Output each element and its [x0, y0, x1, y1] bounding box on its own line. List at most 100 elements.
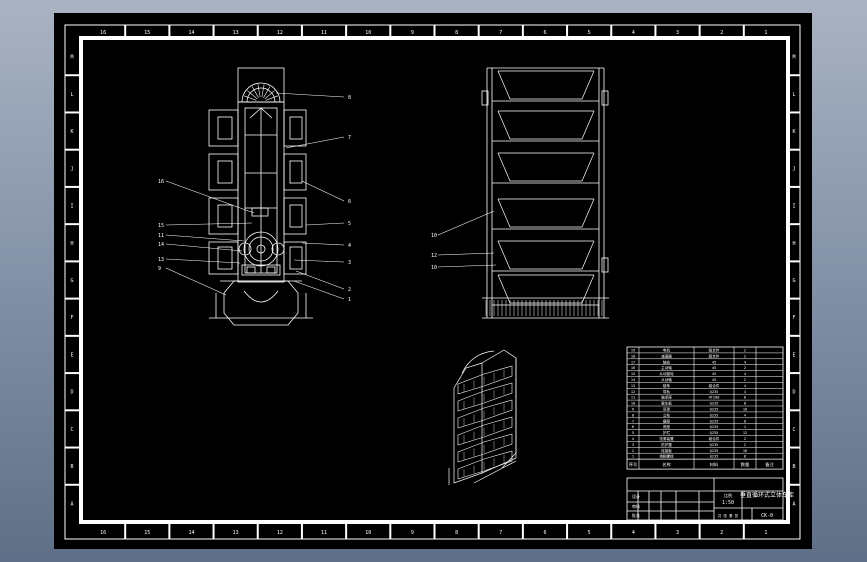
checker-label: 审核 [632, 503, 640, 509]
table-cell-qty: 2 [744, 437, 746, 441]
zone-number: 10 [365, 30, 371, 36]
leader-line [437, 210, 495, 236]
leader-label: 3 [348, 260, 351, 266]
zone-number: 15 [144, 30, 150, 36]
leader-line [165, 243, 243, 252]
zone-letter: J [70, 166, 73, 172]
zone-number: 14 [188, 30, 194, 36]
zone-letter: E [792, 352, 795, 358]
table-header-no: 序号 [629, 461, 637, 468]
zone-number: 2 [720, 30, 723, 36]
zone-letter: C [792, 427, 795, 433]
leader-line [165, 180, 255, 214]
table-cell-no: 14 [631, 378, 635, 382]
zone-number: 12 [277, 530, 283, 536]
leader-label: 10 [431, 233, 437, 239]
zone-letter: L [792, 92, 795, 98]
table-cell-name: 导轨 [663, 389, 671, 394]
zone-number: 3 [676, 30, 679, 36]
leader-label: 10 [431, 265, 437, 271]
scale-value: 1:50 [722, 500, 734, 506]
table-cell-qty: 4 [744, 360, 746, 364]
table-cell-qty: 16 [743, 408, 747, 412]
table-cell-name: 主动轴 [661, 365, 672, 370]
inner-frame [79, 36, 790, 524]
leader-line [437, 264, 497, 268]
table-cell-material: Q235 [710, 455, 719, 459]
table-cell-no: 15 [631, 372, 635, 376]
iso-carrier [457, 416, 513, 446]
leader-label: 15 [158, 223, 164, 229]
sprocket-spoke [251, 86, 259, 98]
side-view [481, 67, 609, 319]
table-cell-name: 张紧装置 [659, 436, 674, 441]
zone-number: 6 [543, 30, 546, 36]
approver-label: 批准 [632, 512, 640, 518]
table-cell-material: 45 [712, 360, 716, 364]
iso-carrier [457, 382, 513, 412]
leader-label: 7 [348, 135, 351, 141]
zone-number: 8 [455, 30, 458, 36]
zone-letter: I [792, 204, 795, 210]
zone-letter: A [792, 501, 795, 507]
table-cell-qty: 8 [744, 455, 746, 459]
table-cell-qty: 8 [744, 396, 746, 400]
table-cell-no: 7 [632, 419, 634, 423]
table-cell-material: 45 [712, 372, 716, 376]
drawing-title: 垂直循环式立体车库 [740, 491, 794, 499]
zone-letter: F [792, 315, 795, 321]
zone-number: 7 [499, 530, 502, 536]
table-cell-no: 9 [632, 408, 634, 412]
zone-number: 6 [543, 530, 546, 536]
zone-number: 4 [632, 30, 635, 36]
table-cell-qty: 12 [743, 431, 747, 435]
leader-line [437, 252, 495, 256]
table-cell-qty: 4 [744, 372, 746, 376]
zone-number: 7 [499, 30, 502, 36]
leader-line [285, 136, 345, 149]
car-carrier [497, 110, 595, 140]
sprocket-spoke [247, 90, 258, 100]
leader-label: 11 [158, 233, 164, 239]
title-block [626, 477, 784, 521]
leader-label: 2 [348, 287, 351, 293]
car-carrier [497, 198, 595, 228]
table-cell-name: 连接板 [661, 448, 672, 453]
zone-letter: G [70, 278, 73, 284]
table-header-name: 名称 [662, 461, 670, 468]
table-cell-name: 立柱 [663, 412, 671, 417]
zone-letter: K [70, 129, 73, 135]
table-cell-name: 链条 [663, 383, 671, 388]
leader-line [165, 258, 241, 264]
leader-label: 16 [158, 179, 164, 185]
zone-number: 2 [720, 530, 723, 536]
table-cell-qty: 8 [744, 419, 746, 423]
zone-number: 11 [321, 30, 327, 36]
leader-label: 12 [431, 253, 437, 259]
table-cell-qty: 1 [744, 425, 746, 429]
table-cell-no: 10 [631, 402, 635, 406]
table-cell-name: 链轮 [663, 359, 671, 364]
zone-number: 11 [321, 530, 327, 536]
zone-letter: J [792, 166, 795, 172]
table-cell-no: 19 [631, 349, 635, 353]
zone-letter: C [70, 427, 73, 433]
table-cell-material: 45 [712, 366, 716, 370]
zone-number: 4 [632, 530, 635, 536]
zone-letter: F [70, 315, 73, 321]
zone-letter: D [792, 390, 795, 396]
table-cell-qty: 2 [744, 443, 746, 447]
zone-number: 1 [764, 530, 767, 536]
table-cell-material: 45 [712, 378, 716, 382]
isometric-view [448, 349, 517, 485]
table-cell-qty: 2 [744, 366, 746, 370]
leader-line [165, 234, 245, 242]
table-cell-qty: 2 [744, 349, 746, 353]
sprocket-spoke [264, 90, 275, 100]
